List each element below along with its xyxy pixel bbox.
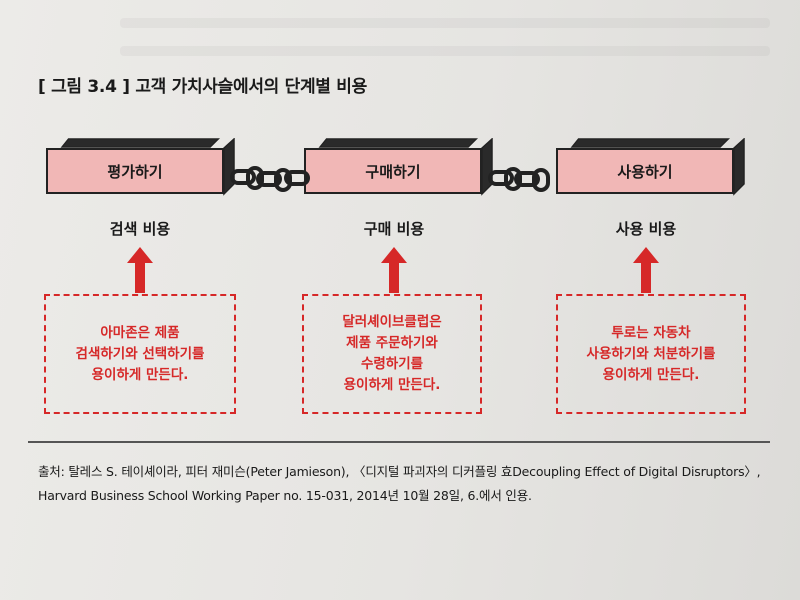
note-box-amazon: 아마존은 제품 검색하기와 선택하기를 용이하게 만든다.: [44, 294, 236, 414]
chain-link-icon: [488, 167, 550, 192]
stage-label: 사용하기: [556, 148, 734, 194]
block-top-edge: [318, 138, 479, 148]
block-top-edge: [60, 138, 221, 148]
figure-caption: 고객 가치사슬에서의 단계별 비용: [135, 77, 367, 97]
note-text: 아마존은 제품 검색하기와 선택하기를 용이하게 만든다.: [75, 324, 205, 383]
block-top-edge: [570, 138, 731, 148]
stage-block-purchase: 구매하기: [304, 138, 494, 196]
bleed-through-line: [120, 18, 770, 28]
note-text: 달러셰이브클럽은 제품 주문하기와 수령하기를 용이하게 만든다.: [342, 314, 442, 393]
arrow-up-icon: [127, 247, 153, 293]
figure-number: [ 그림 3.4 ]: [38, 77, 130, 97]
divider-line: [28, 441, 770, 443]
cost-label-use: 사용 비용: [615, 220, 677, 238]
stage-label: 구매하기: [304, 148, 482, 194]
stage-block-use: 사용하기: [556, 138, 746, 196]
cost-label-purchase: 구매 비용: [363, 220, 425, 238]
source-citation: 출처: 탈레스 S. 테이셰이라, 피터 재미슨(Peter Jamieson)…: [38, 464, 761, 503]
block-side-edge: [733, 138, 745, 196]
note-box-turo: 투로는 자동차 사용하기와 처분하기를 용이하게 만든다.: [556, 294, 746, 414]
chain-link-icon: [230, 166, 310, 192]
arrow-up-icon: [633, 247, 659, 293]
note-text: 투로는 자동차 사용하기와 처분하기를 용이하게 만든다.: [586, 324, 716, 383]
cost-label-search: 검색 비용: [109, 220, 171, 238]
note-box-dollarshaveclub: 달러셰이브클럽은 제품 주문하기와 수령하기를 용이하게 만든다.: [302, 294, 482, 414]
figure-title: [ 그림 3.4 ] 고객 가치사슬에서의 단계별 비용: [38, 72, 367, 97]
arrow-up-icon: [381, 247, 407, 293]
bleed-through-line: [120, 46, 770, 56]
stage-label: 평가하기: [46, 148, 224, 194]
stage-block-evaluate: 평가하기: [46, 138, 236, 196]
